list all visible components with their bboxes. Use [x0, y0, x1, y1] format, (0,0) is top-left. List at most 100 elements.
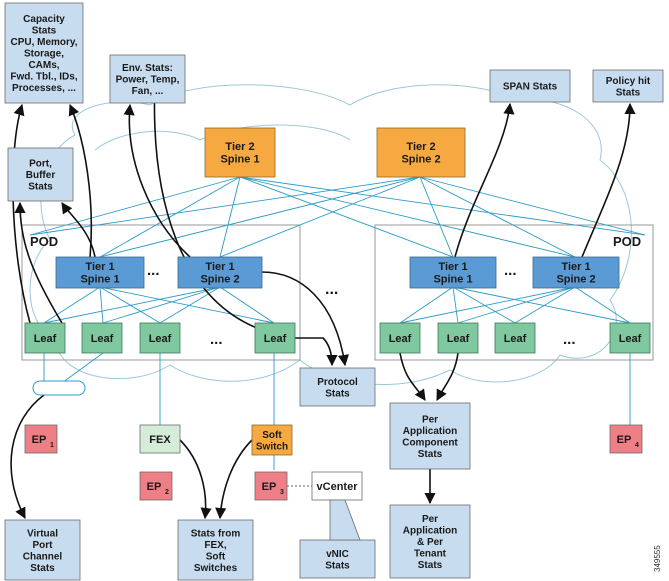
fex-node: FEX — [139, 424, 181, 454]
tier2-spine2-shape — [376, 127, 466, 178]
policy-hit-stats-line-1: Policy hit — [606, 76, 651, 87]
arrow-fex-to-stats — [179, 439, 212, 520]
tier1-spine2-left-line-2: Spine 2 — [200, 274, 239, 286]
leaf-r3-shape — [494, 322, 536, 354]
capacity-stats-line-7: Processes, ... — [12, 83, 76, 94]
arrow-soft-switch-to-stats — [215, 439, 253, 520]
port-buffer-stats-line-2: Buffer — [26, 170, 56, 181]
env-stats-line-1: Env. Stats: — [122, 63, 173, 74]
policy-hit-stats-line-2: Stats — [616, 87, 641, 98]
ep3-shape — [254, 471, 288, 501]
capacity-stats-line-2: Stats — [32, 26, 57, 37]
ep4-subscript: 4 — [635, 442, 639, 449]
leaf-l4: Leaf — [254, 322, 296, 354]
capacity-stats-line-3: CPU, Memory, — [10, 37, 77, 48]
tier1-spine2-right-line-2: Spine 2 — [556, 274, 595, 286]
tier1-spine2-left-shape — [177, 256, 263, 289]
pod-box-right — [374, 224, 654, 361]
per-app-component-stats-shape — [389, 402, 471, 470]
leaf-l2-shape — [81, 322, 123, 354]
ellipsis-leaf-right: ... — [563, 331, 576, 348]
fex-soft-stats-shape — [177, 519, 254, 581]
leaf-l4-line-1: Leaf — [264, 333, 287, 345]
tier1-spine1-left-line-1: Tier 1 — [85, 261, 114, 273]
vpc-bundle — [32, 380, 86, 396]
arrow-leaf-to-env — [148, 78, 263, 331]
vpc-stats-line-2: Port — [33, 540, 54, 551]
leaf-l1-shape — [24, 322, 66, 354]
policy-hit-stats-shape — [592, 69, 664, 103]
pod-label-right: POD — [613, 234, 641, 249]
vnic-stats-line-1: vNIC — [326, 549, 349, 560]
ellipsis-middle: ... — [325, 281, 338, 298]
tier1-spine1-left-line-2: Spine 1 — [80, 274, 119, 286]
leaf-l2: Leaf — [81, 322, 123, 354]
arrow-spine-to-port-buffer — [61, 202, 96, 258]
fex-soft-stats-line-1: Stats from — [191, 528, 241, 539]
per-app-component-stats-line-4: Stats — [418, 449, 443, 460]
ellipsis-tier1-right: ... — [504, 262, 517, 279]
leaf-r3: Leaf — [494, 322, 536, 354]
leaf-l3-shape — [139, 322, 181, 354]
arrow-spine-to-span — [454, 102, 515, 258]
fex-soft-stats-line-2: FEX, — [204, 540, 226, 551]
arrow-leaf-to-protocol — [294, 337, 338, 367]
port-buffer-stats-line-3: Stats — [28, 182, 53, 193]
fex-soft-stats-line-3: Soft — [206, 551, 226, 562]
ep2-subscript: 2 — [165, 489, 169, 496]
span-stats-shape — [489, 69, 571, 103]
fabric-links — [29, 176, 646, 470]
ep2-shape — [139, 471, 173, 501]
stat-arrows — [10, 78, 636, 520]
tier1-spine2-left-line-1: Tier 1 — [205, 261, 234, 273]
leaf-r4-line-1: Leaf — [619, 333, 642, 345]
soft-switch-line-1: Soft — [262, 430, 282, 441]
port-buffer-stats-line-1: Port, — [29, 159, 52, 170]
span-stats: SPAN Stats — [489, 69, 571, 103]
per-tenant-stats-line-2: Application — [403, 526, 457, 537]
leaf-r3-line-1: Leaf — [504, 333, 527, 345]
tier2-spine1-line-2: Spine 1 — [220, 154, 259, 166]
protocol-stats-shape — [299, 367, 376, 407]
ep2-label: EP — [147, 481, 162, 493]
leaf-l2-line-1: Leaf — [91, 333, 114, 345]
arrow-leaf-to-capacity — [12, 103, 31, 324]
ep4-label: EP — [617, 434, 632, 446]
pod-box-left — [21, 224, 301, 361]
leaf-r1-line-1: Leaf — [389, 333, 412, 345]
ellipsis-leaf-left: ... — [210, 331, 223, 348]
arrow-vpc-to-stats — [10, 394, 45, 519]
capacity-stats-shape — [4, 2, 84, 104]
vnic-stats-shape — [299, 539, 376, 579]
leaf-l1: Leaf — [24, 322, 66, 354]
tier1-spine1-right-shape — [409, 256, 497, 289]
capacity-stats-line-5: CAMs, — [28, 60, 59, 71]
protocol-stats-line-1: Protocol — [317, 377, 358, 388]
tier1-spine2-right-line-1: Tier 1 — [561, 261, 590, 273]
leaf-l4-shape — [254, 322, 296, 354]
tier2-spine2-line-2: Spine 2 — [401, 154, 440, 166]
port-buffer-stats-shape — [7, 147, 74, 202]
tier1-spine1-right-line-2: Spine 1 — [433, 274, 472, 286]
per-app-component-stats-line-2: Application — [403, 426, 457, 437]
per-tenant-stats-line-4: Tenant — [414, 549, 447, 560]
per-app-component-stats-line-3: Component — [402, 437, 458, 448]
vpc-stats-line-4: Stats — [30, 563, 55, 574]
leaf-r1-shape — [379, 322, 421, 354]
arrow-spine-to-env — [123, 103, 191, 258]
protocol-stats-line-2: Stats — [325, 388, 350, 399]
pod-label-left: POD — [30, 234, 58, 249]
leaf-r1: Leaf — [379, 322, 421, 354]
env-stats: Env. Stats:Power, Temp,Fan, ... — [109, 54, 186, 104]
tier1-spine2-right-shape — [532, 256, 620, 289]
leaf-r2-shape — [437, 322, 479, 354]
